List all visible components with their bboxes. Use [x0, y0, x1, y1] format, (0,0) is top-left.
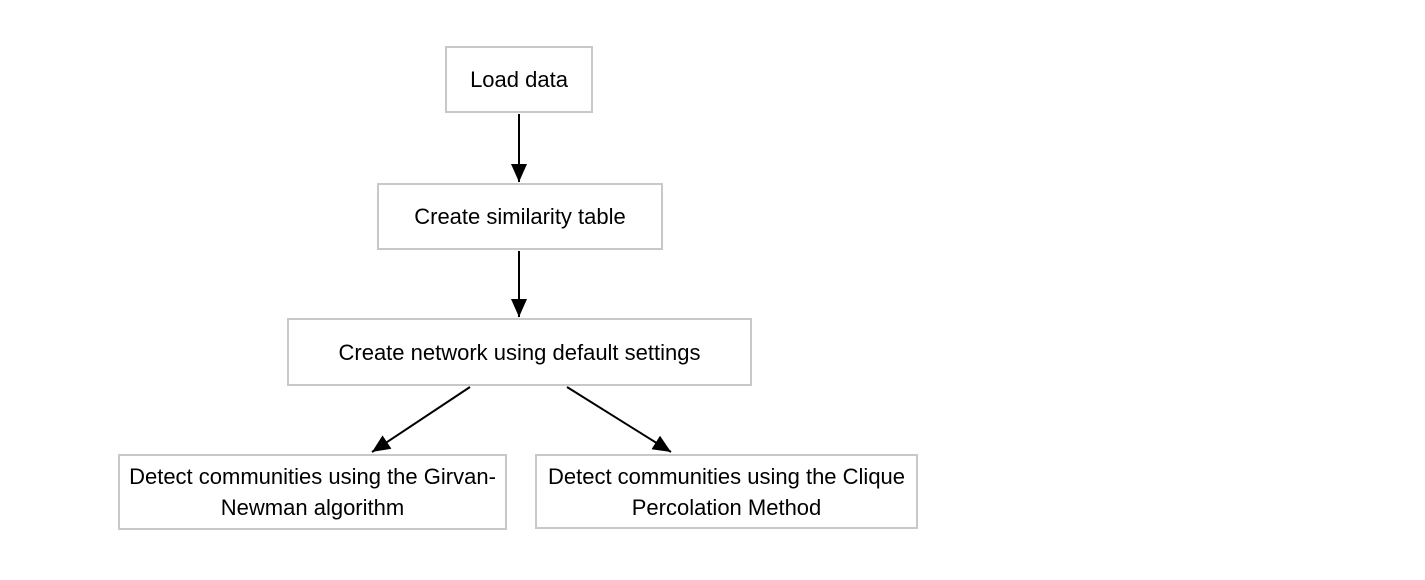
edge-network-to-clique-percolation — [566, 386, 672, 453]
node-load-data: Load data — [445, 46, 593, 113]
node-create-network-default-settings: Create network using default settings — [287, 318, 752, 386]
edge-network-to-girvan-newman — [371, 386, 471, 453]
node-detect-communities-girvan-newman: Detect communities using the Girvan-Newm… — [118, 454, 507, 530]
node-detect-communities-clique-percolation: Detect communities using the Clique Perc… — [535, 454, 918, 529]
node-create-similarity-table: Create similarity table — [377, 183, 663, 250]
